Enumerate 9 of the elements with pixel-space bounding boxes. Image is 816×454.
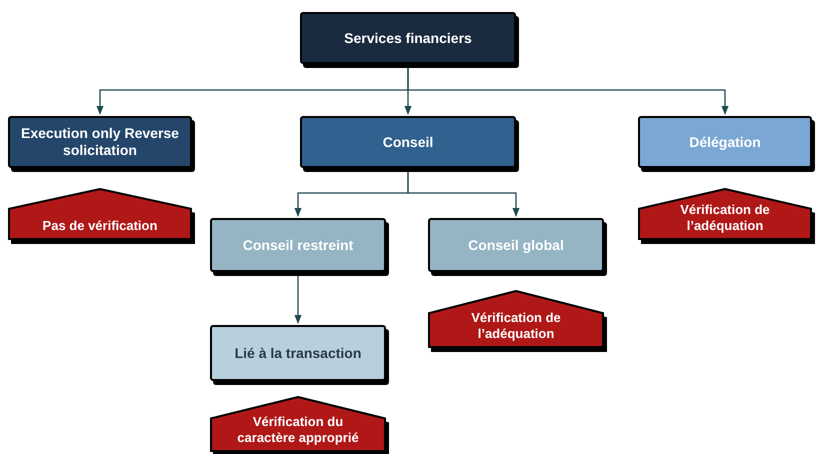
node-label: Délégation	[689, 134, 761, 150]
node-label: Lié à la transaction	[234, 344, 362, 362]
warning-pentagon	[210, 396, 386, 452]
node-label: Conseil global	[468, 236, 564, 254]
node-label: Execution only Reverse solicitation	[20, 125, 180, 159]
node-label: Vérification du caractère approprié	[236, 414, 360, 446]
node-label: Services financiers	[344, 30, 472, 46]
node-label: Conseil restreint	[242, 236, 354, 254]
node-label: Conseil	[382, 134, 434, 150]
